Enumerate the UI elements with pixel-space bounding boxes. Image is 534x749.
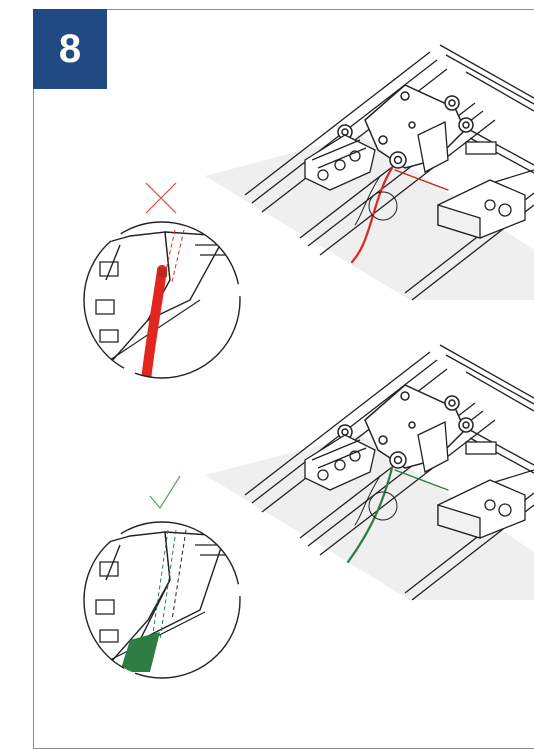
- detail-zoom-incorrect: [84, 222, 240, 378]
- carriage-bracket: [417, 421, 497, 473]
- detail-callout-marker: [368, 491, 398, 521]
- detail-callout-marker: [368, 191, 398, 221]
- wire-correct: [346, 466, 449, 564]
- step-number-badge: 8: [33, 9, 107, 89]
- wire-wrong: [350, 166, 449, 264]
- assembly-illustration: [83, 44, 534, 679]
- detail-zoom-correct: [84, 522, 240, 678]
- carriage-bracket: [417, 121, 497, 173]
- check-icon: [149, 475, 181, 510]
- endstop-switch: [437, 469, 534, 539]
- correct-routing-panel: [83, 344, 534, 679]
- instruction-page: 8: [33, 9, 534, 749]
- belt-clamp: [304, 434, 376, 491]
- cross-icon: [145, 182, 177, 214]
- endstop-switch: [437, 169, 534, 239]
- belt-clamp: [304, 134, 376, 191]
- incorrect-routing-panel: [83, 44, 534, 379]
